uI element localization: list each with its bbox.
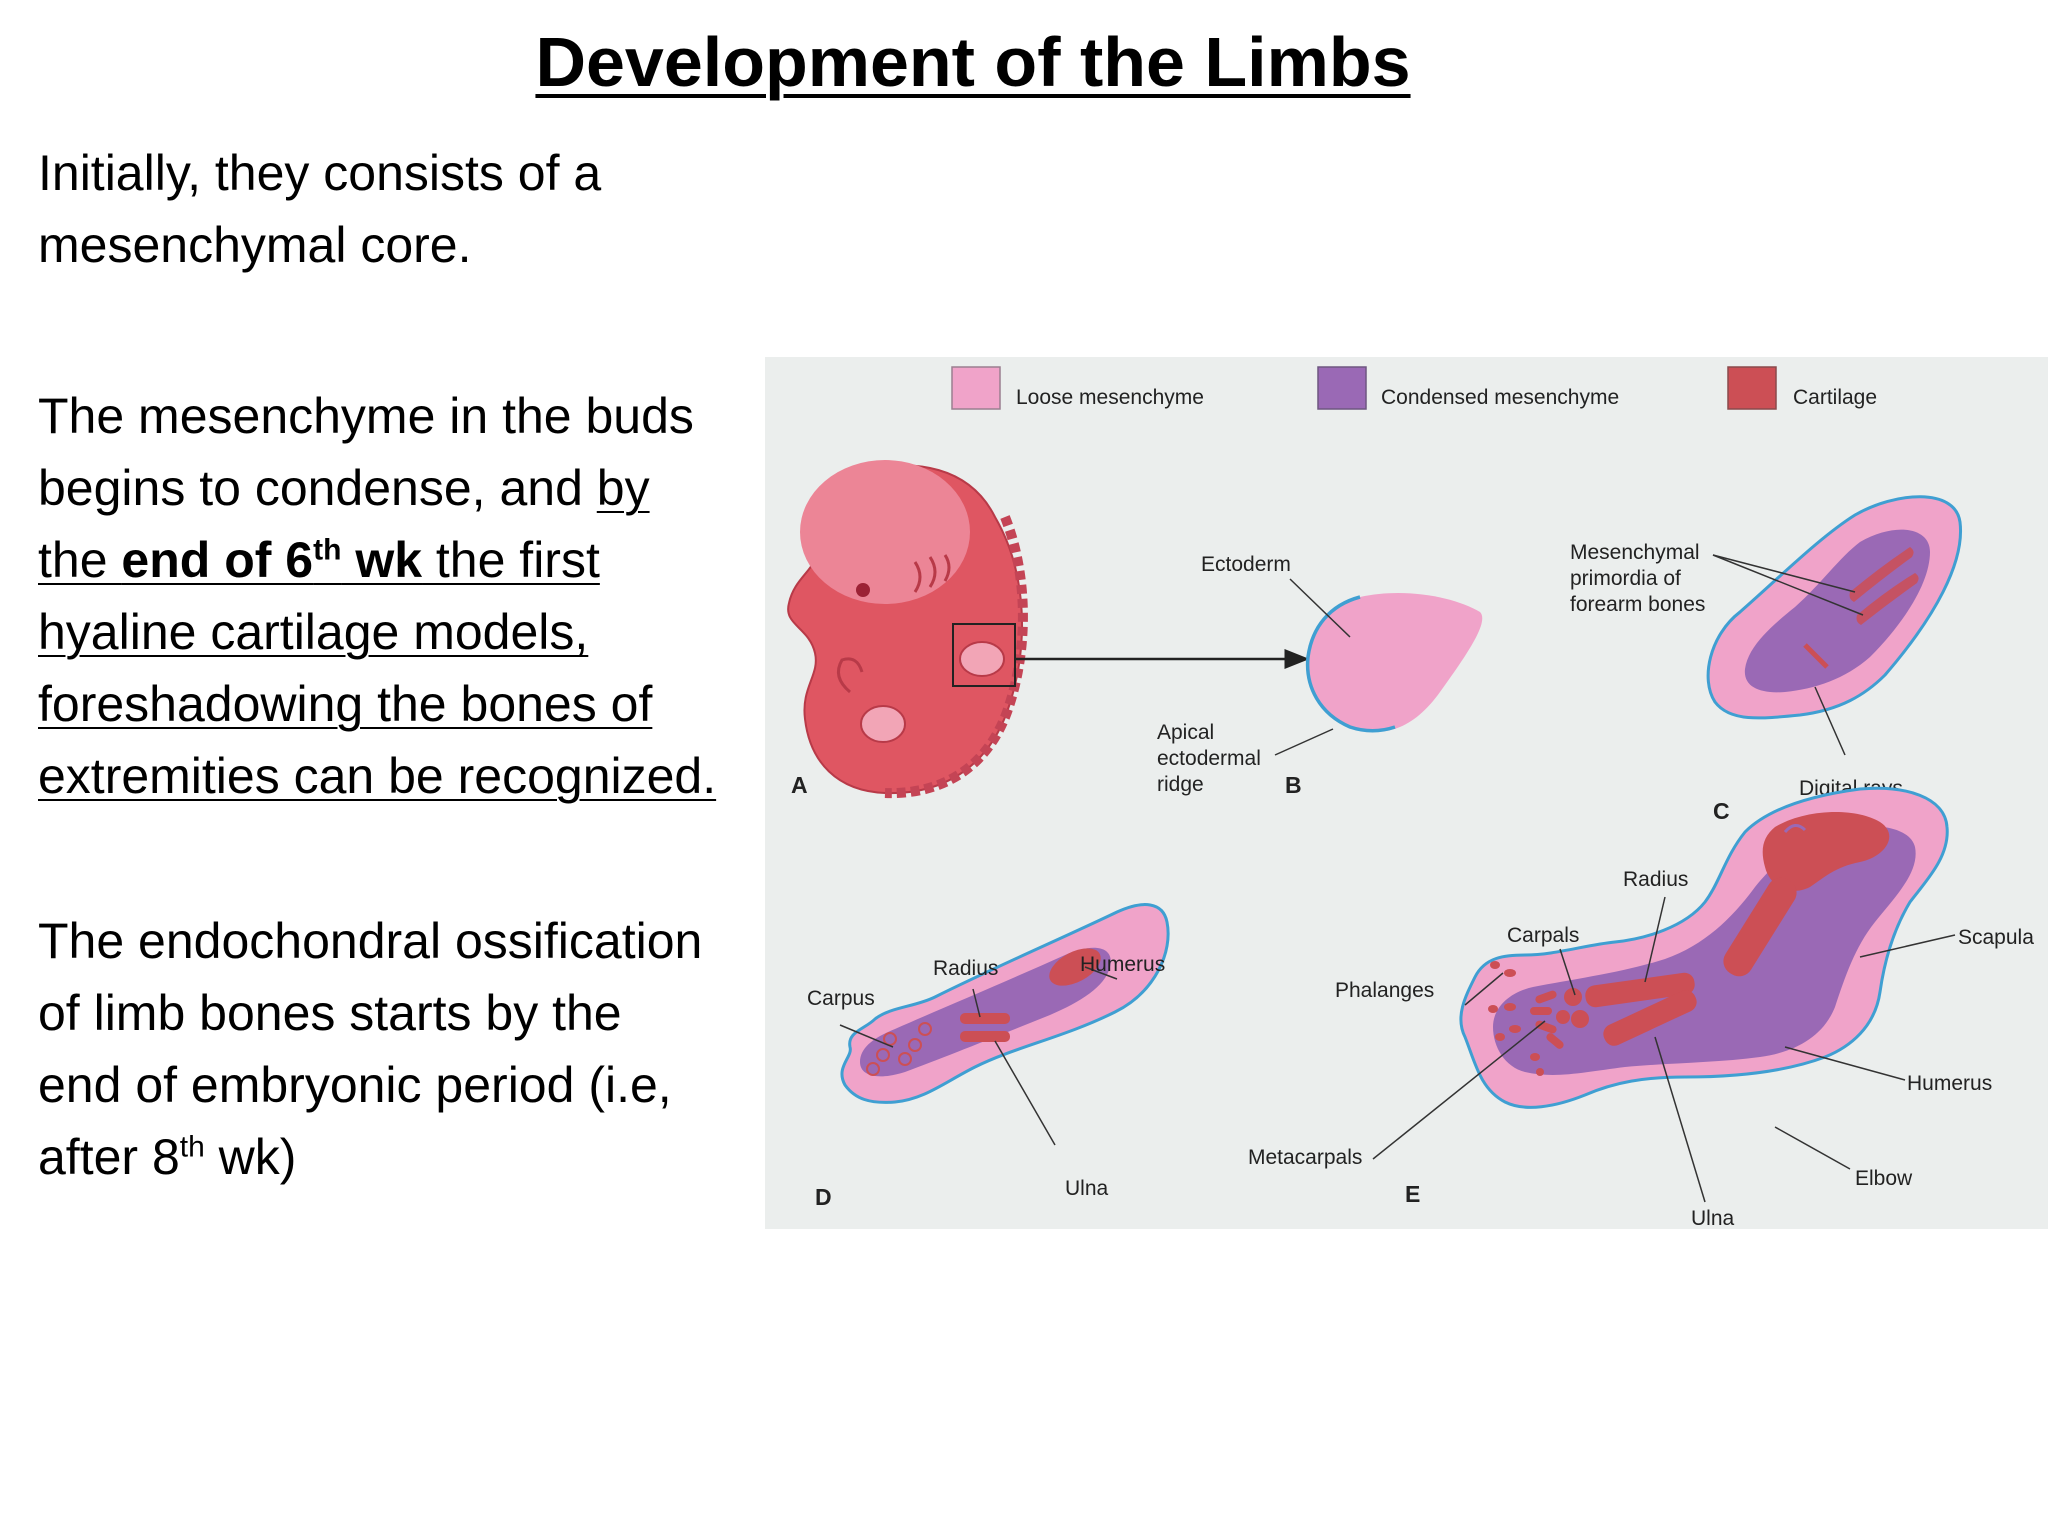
panel-label-a: A bbox=[791, 772, 808, 798]
label-d-ulna: Ulna bbox=[1065, 1177, 1109, 1200]
ossification-paragraph: The endochondral ossification of limb bo… bbox=[38, 905, 798, 1193]
condensation-line-4: hyaline cartilage models, bbox=[38, 604, 588, 660]
limb-development-figure: Loose mesenchyme Condensed mesenchyme Ca… bbox=[765, 357, 2048, 1229]
label-e-metacarpals: Metacarpals bbox=[1248, 1146, 1362, 1169]
label-e-humerus: Humerus bbox=[1907, 1072, 1992, 1095]
intro-line-2: mesenchymal core. bbox=[38, 217, 472, 273]
embryo-head bbox=[800, 460, 970, 604]
label-e-phalanges: Phalanges bbox=[1335, 979, 1434, 1002]
label-e-scapula: Scapula bbox=[1958, 926, 2034, 949]
intro-line-1: Initially, they consists of a bbox=[38, 145, 601, 201]
embryo-eye bbox=[856, 583, 870, 597]
condensation-line-6: extremities can be recognized. bbox=[38, 748, 716, 804]
panel-label-b: B bbox=[1285, 772, 1302, 798]
ossification-line-4: after 8th wk) bbox=[38, 1129, 296, 1185]
panel-label-c: C bbox=[1713, 798, 1730, 824]
condensation-line-2: begins to condense, and bbox=[38, 460, 597, 516]
condensation-line-5: foreshadowing the bones of bbox=[38, 676, 652, 732]
label-mes-prim-3: forearm bones bbox=[1570, 593, 1705, 616]
label-d-carpus: Carpus bbox=[807, 987, 875, 1010]
label-mes-prim-1: Mesenchymal bbox=[1570, 541, 1700, 564]
legend-label-loose: Loose mesenchyme bbox=[1016, 386, 1204, 409]
condensation-line-1: The mesenchyme in the buds bbox=[38, 388, 694, 444]
legend-label-cartilage: Cartilage bbox=[1793, 386, 1877, 409]
label-aer-1: Apical bbox=[1157, 721, 1214, 744]
panel-d-radius-cartilage bbox=[960, 1013, 1010, 1024]
label-d-radius: Radius bbox=[933, 957, 998, 980]
slide-title: Development of the Limbs bbox=[0, 22, 1946, 102]
legend-swatch-cartilage bbox=[1728, 367, 1776, 409]
legend-swatch-condensed bbox=[1318, 367, 1366, 409]
label-e-ulna: Ulna bbox=[1691, 1207, 1735, 1229]
label-mes-prim-2: primordia of bbox=[1570, 567, 1681, 590]
ossification-line-2: of limb bones starts by the bbox=[38, 985, 622, 1041]
ossification-line-1: The endochondral ossification bbox=[38, 913, 702, 969]
legend-swatch-loose bbox=[952, 367, 1000, 409]
label-e-elbow: Elbow bbox=[1855, 1167, 1913, 1190]
condensation-paragraph: The mesenchyme in the buds begins to con… bbox=[38, 380, 798, 812]
panel-d-ulna-cartilage bbox=[960, 1031, 1010, 1042]
legend-label-condensed: Condensed mesenchyme bbox=[1381, 386, 1619, 409]
label-e-carpals: Carpals bbox=[1507, 924, 1579, 947]
condensation-line-3: the end of 6th wk the first bbox=[38, 532, 600, 588]
label-e-radius: Radius bbox=[1623, 868, 1688, 891]
condensation-line-2-underlined: by bbox=[597, 460, 650, 516]
label-aer-2: ectodermal bbox=[1157, 747, 1261, 770]
label-d-humerus: Humerus bbox=[1080, 953, 1165, 976]
panel-label-d: D bbox=[815, 1184, 832, 1210]
ossification-line-3: end of embryonic period (i.e, bbox=[38, 1057, 672, 1113]
embryo-lower-limb-bud bbox=[861, 706, 905, 742]
label-aer-3: ridge bbox=[1157, 773, 1204, 796]
label-ectoderm: Ectoderm bbox=[1201, 553, 1291, 576]
embryo-upper-limb-bud bbox=[960, 642, 1004, 676]
intro-paragraph: Initially, they consists of a mesenchyma… bbox=[38, 137, 798, 281]
panel-label-e: E bbox=[1405, 1181, 1420, 1207]
